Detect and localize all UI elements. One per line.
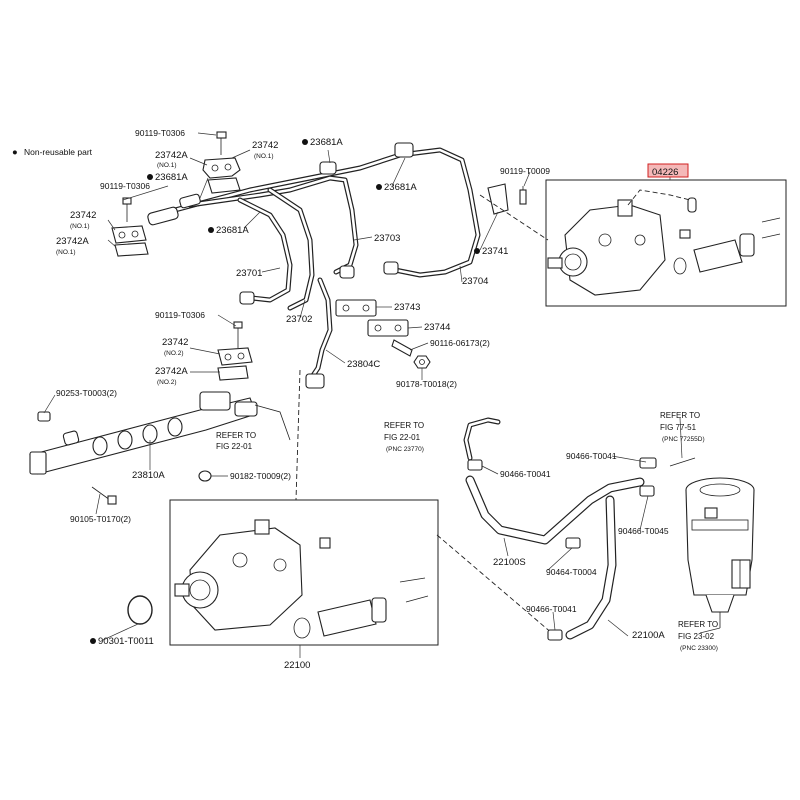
common-rail [29,391,291,505]
label-23744: 23744 [424,322,450,333]
label-23742a-left: 23742A [56,236,89,247]
label-23702: 23702 [286,314,312,325]
label-90464-t0004: 90464-T0004 [546,567,597,577]
clamp-icon [217,365,249,381]
pump-assembly-box-22100 [169,499,439,658]
label-23701: 23701 [236,268,262,279]
label-23704: 23704 [462,276,488,287]
label-90119-t0306-mid: 90119-T0306 [155,310,205,320]
fuel-pump-icon [547,199,666,296]
label-no1-d: (NO.1) [56,249,76,256]
legend: ● Non-reusable part [12,147,93,158]
label-refer3-a: REFER TO [660,411,700,420]
fuel-filter-icon [685,477,755,628]
label-23703: 23703 [374,233,400,244]
bullet-icon [208,227,214,233]
leader-lines [43,132,721,641]
label-90182: 90182-T0009(2) [230,471,291,481]
label-23681a-3: 23681A [310,137,343,148]
label-no1-c: (NO.1) [70,223,90,230]
part-labels: 90119-T0306 23742 (NO.1) 23742A (NO.1) 2… [56,128,718,671]
label-refer2-a: REFER TO [384,421,424,430]
label-refer1-a: REFER TO [216,431,256,440]
label-90119-t0306-top: 90119-T0306 [135,128,185,138]
fuel-hoses [463,417,696,641]
bolt-icon [122,197,132,222]
fuel-pump-icon [174,519,303,631]
label-refer4-c: (PNC 23300) [680,645,718,652]
label-90466-t0041-a: 90466-T0041 [500,469,551,479]
non-reusable-markers [90,139,480,644]
legend-text: Non-reusable part [24,147,93,157]
label-90116: 90116-06173(2) [430,338,490,348]
top-left-clamps [111,131,241,257]
label-23743: 23743 [394,302,420,313]
clamp-icon [114,242,149,257]
label-no2-b: (NO.2) [157,379,177,386]
label-90105: 90105-T0170(2) [70,514,131,524]
label-refer4-b: FIG 23-02 [678,632,715,641]
highlight-label-04226: 04226 [647,163,689,178]
label-23742-mid: 23742 [162,337,188,348]
label-23804c: 23804C [347,359,380,370]
label-90301-t0011: 90301-T0011 [98,636,154,647]
bolt-icon [91,486,117,505]
label-23742a-mid: 23742A [155,366,188,377]
label-90253: 90253-T0003(2) [56,388,117,398]
label-23742a-top: 23742A [155,150,188,161]
clamp-icon [207,177,241,194]
label-90466-t0041-b: 90466-T0041 [566,451,617,461]
label-no1-b: (NO.1) [157,162,177,169]
label-23742-left: 23742 [70,210,96,221]
clamp-icon [202,157,241,179]
pump-assembly-box-04226 [545,175,787,307]
label-90466-t0045: 90466-T0045 [618,526,669,536]
legend-bullet: ● [12,147,18,158]
bullet-icon [376,184,382,190]
clamp-icon [217,347,253,366]
label-refer4-a: REFER TO [678,620,718,629]
label-90119-t0009: 90119-T0009 [500,166,550,176]
label-22100: 22100 [284,660,310,671]
bracket-23741 [487,183,527,215]
o-ring [127,595,153,625]
injection-pipes [172,142,481,389]
bullet-icon [90,638,96,644]
bolt-icon [216,131,227,155]
label-refer2-c: (PNC 23770) [386,446,424,453]
label-23681a-1: 23681A [155,172,188,183]
label-refer1-b: FIG 22-01 [216,442,253,451]
label-23810a: 23810A [132,470,165,481]
mid-left-clamps [217,321,253,381]
label-04226: 04226 [652,167,678,178]
label-no1-a: (NO.1) [254,153,274,160]
dashed-connections [295,194,561,641]
label-23742-top: 23742 [252,140,278,151]
label-refer2-b: FIG 22-01 [384,433,421,442]
bullet-icon [302,139,308,145]
label-22100a: 22100A [632,630,665,641]
label-90178: 90178-T0018(2) [396,379,457,389]
label-refer3-b: FIG 77-51 [660,423,697,432]
label-22100s: 22100S [493,557,526,568]
label-no2-a: (NO.2) [164,350,184,357]
label-23741: 23741 [482,246,508,257]
label-90119-t0306-left: 90119-T0306 [100,181,150,191]
label-90466-t0041-c: 90466-T0041 [526,604,577,614]
label-23681a-4: 23681A [384,182,417,193]
clamp-icon [111,225,147,244]
bullet-icon [474,248,480,254]
label-23681a-2: 23681A [216,225,249,236]
clamp-blocks [335,299,431,369]
label-refer3-c: (PNC 77255D) [662,436,705,443]
bullet-icon [147,174,153,180]
